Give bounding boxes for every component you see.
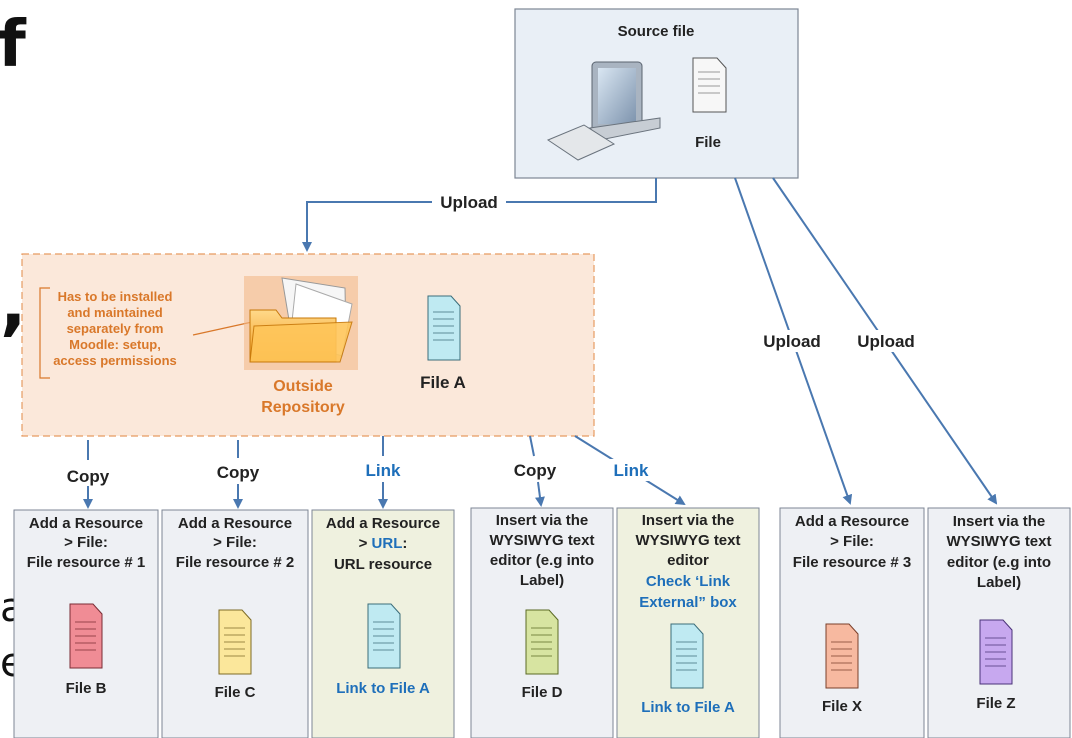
link-label-a: Link xyxy=(366,461,401,480)
target-wysiwyg-upload: Insert via the WYSIWYG text editor (e.g … xyxy=(927,507,1071,738)
source-file-label: File xyxy=(695,134,721,151)
repository-title-1: Outside xyxy=(273,378,333,395)
upload-connector: Upload xyxy=(302,178,657,252)
upload-label-x: Upload xyxy=(763,332,821,351)
upload-label-main: Upload xyxy=(440,193,498,212)
svg-text:Add a Resource: Add a Resource xyxy=(178,515,292,532)
file-c-icon xyxy=(218,609,252,675)
file-z-label: File Z xyxy=(976,695,1015,712)
svg-text:Add a Resource: Add a Resource xyxy=(326,515,440,532)
target-file-resource-2: Add a Resource > File: File resource # 2… xyxy=(161,509,309,738)
link-file-icon-2 xyxy=(670,623,704,689)
copy-label-b: Copy xyxy=(67,467,110,486)
svg-text:> File:: > File: xyxy=(213,534,257,551)
note-line-2: and maintained xyxy=(67,305,162,320)
svg-text:URL resource: URL resource xyxy=(334,556,432,573)
file-c-label: File C xyxy=(215,684,256,701)
copy-label-c: Copy xyxy=(217,463,260,482)
svg-text:File resource # 2: File resource # 2 xyxy=(176,554,294,571)
copy-b-arrow: Copy xyxy=(67,440,110,509)
svg-text:editor (e.g into: editor (e.g into xyxy=(947,554,1051,571)
copy-label-d: Copy xyxy=(514,461,557,480)
svg-text:Add a Resource: Add a Resource xyxy=(795,513,909,530)
target-wysiwyg-copy: Insert via the WYSIWYG text editor (e.g … xyxy=(470,507,614,738)
file-icon xyxy=(692,57,727,113)
outside-repository-box: Has to be installed and maintained separ… xyxy=(21,253,595,437)
file-b-icon xyxy=(69,603,103,669)
fragment-f: f xyxy=(0,8,26,82)
upload-x-arrow: Upload xyxy=(734,177,853,505)
svg-text:WYSIWYG text: WYSIWYG text xyxy=(489,532,594,549)
svg-text:Add a Resource: Add a Resource xyxy=(29,515,143,532)
target-file-resource-1: Add a Resource > File: File resource # 1… xyxy=(13,509,159,738)
svg-text:editor: editor xyxy=(667,552,709,569)
svg-text:> URL:: > URL: xyxy=(359,535,408,552)
svg-text:Insert via the: Insert via the xyxy=(953,513,1046,530)
computer-icon xyxy=(546,61,661,161)
file-z-icon xyxy=(979,619,1013,685)
link-file-icon-1 xyxy=(367,603,401,669)
link-to-file-a-label-1: Link to File A xyxy=(336,680,430,697)
repository-title-2: Repository xyxy=(261,399,345,416)
svg-text:WYSIWYG text: WYSIWYG text xyxy=(635,532,740,549)
check-link-external-1: Check ‘Link xyxy=(646,573,731,590)
link-to-file-a-label-2: Link to File A xyxy=(641,699,735,716)
file-b-label: File B xyxy=(66,680,107,697)
svg-text:Insert via the: Insert via the xyxy=(496,512,589,529)
file-x-label: File X xyxy=(822,698,862,715)
check-link-external-2: External” box xyxy=(639,594,737,611)
copy-d-arrow: Copy xyxy=(514,435,557,507)
source-file-box: Source file File xyxy=(514,8,799,179)
target-file-resource-3: Add a Resource > File: File resource # 3… xyxy=(779,507,925,738)
link-a-arrow: Link xyxy=(366,436,401,509)
folder-icon xyxy=(244,276,358,370)
svg-text:> File:: > File: xyxy=(830,533,874,550)
note-line-3: separately from xyxy=(67,321,164,336)
upload-z-arrow: Upload xyxy=(772,177,998,505)
note-line-1: Has to be installed xyxy=(58,289,173,304)
copy-c-arrow: Copy xyxy=(217,440,260,509)
svg-text:WYSIWYG text: WYSIWYG text xyxy=(946,533,1051,550)
file-d-label: File D xyxy=(522,684,563,701)
svg-text:File resource # 1: File resource # 1 xyxy=(27,554,145,571)
file-x-icon xyxy=(825,623,859,689)
file-d-icon xyxy=(525,609,559,675)
target-url-resource: Add a Resource > URL: URL resource Link … xyxy=(311,509,455,738)
svg-text:Insert via the: Insert via the xyxy=(642,512,735,529)
file-a-label: File A xyxy=(420,373,466,392)
svg-text:Label): Label) xyxy=(977,574,1021,591)
note-line-5: access permissions xyxy=(53,353,177,368)
note-line-4: Moodle: setup, xyxy=(69,337,161,352)
svg-text:> File:: > File: xyxy=(64,534,108,551)
url-link-text: URL xyxy=(372,535,403,552)
target-wysiwyg-link: Insert via the WYSIWYG text editor Check… xyxy=(616,507,760,738)
link-label-e: Link xyxy=(614,461,649,480)
link-e-arrow: Link xyxy=(574,435,686,506)
source-title: Source file xyxy=(618,23,695,40)
svg-text:File resource # 3: File resource # 3 xyxy=(793,554,911,571)
svg-text:Label): Label) xyxy=(520,572,564,589)
file-a-icon xyxy=(427,295,461,361)
upload-label-z: Upload xyxy=(857,332,915,351)
svg-text:editor (e.g into: editor (e.g into xyxy=(490,552,594,569)
